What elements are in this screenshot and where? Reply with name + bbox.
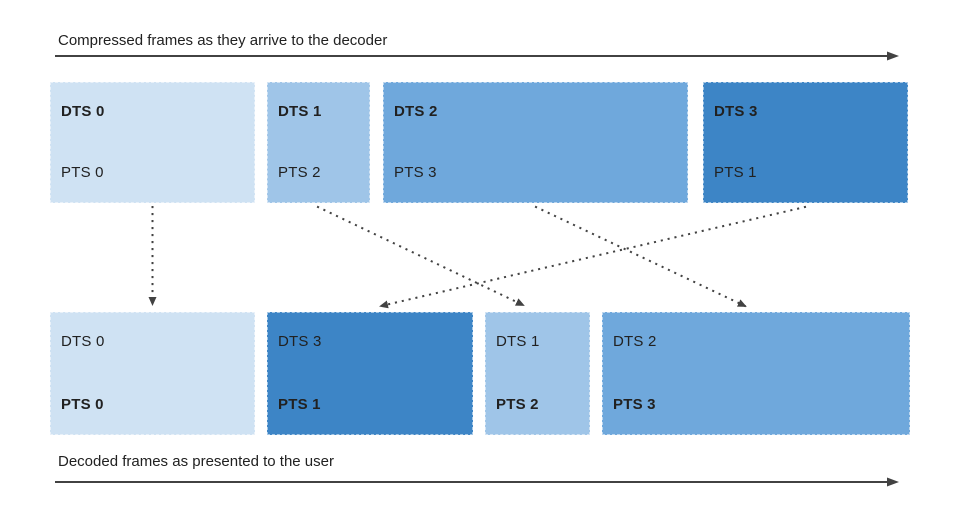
compressed-frame-dts0: DTS 0 PTS 0 [50, 82, 255, 203]
compressed-axis-label: Compressed frames as they arrive to the … [58, 32, 388, 49]
dts-label: DTS 1 [278, 103, 322, 120]
pts-label: PTS 0 [61, 396, 104, 413]
decoded-frame-pts1: DTS 3 PTS 1 [267, 312, 473, 435]
dts-label: DTS 0 [61, 333, 105, 350]
connector-dts3-to-pts1 [379, 205, 807, 309]
dts-label: DTS 3 [278, 333, 322, 350]
pts-label: PTS 1 [278, 396, 321, 413]
compressed-frame-dts3: DTS 3 PTS 1 [703, 82, 908, 203]
decoded-frame-pts0: DTS 0 PTS 0 [50, 312, 255, 435]
dts-label: DTS 2 [394, 103, 438, 120]
dts-label: DTS 0 [61, 103, 105, 120]
decoded-frame-pts2: DTS 1 PTS 2 [485, 312, 590, 435]
pts-label: PTS 3 [394, 164, 437, 181]
decoded-frame-pts3: DTS 2 PTS 3 [602, 312, 910, 435]
dts-label: DTS 2 [613, 333, 657, 350]
compressed-frame-dts1: DTS 1 PTS 2 [267, 82, 370, 203]
dts-label: DTS 1 [496, 333, 540, 350]
pts-label: PTS 3 [613, 396, 656, 413]
connector-dts1-to-pts2 [316, 205, 525, 307]
decoded-axis-label: Decoded frames as presented to the user [58, 453, 334, 470]
pts-label: PTS 2 [278, 164, 321, 181]
connector-dts2-to-pts3 [534, 205, 747, 308]
dts-label: DTS 3 [714, 103, 758, 120]
pts-label: PTS 2 [496, 396, 539, 413]
pts-label: PTS 0 [61, 164, 104, 181]
compressed-frame-dts2: DTS 2 PTS 3 [383, 82, 688, 203]
pts-label: PTS 1 [714, 164, 757, 181]
